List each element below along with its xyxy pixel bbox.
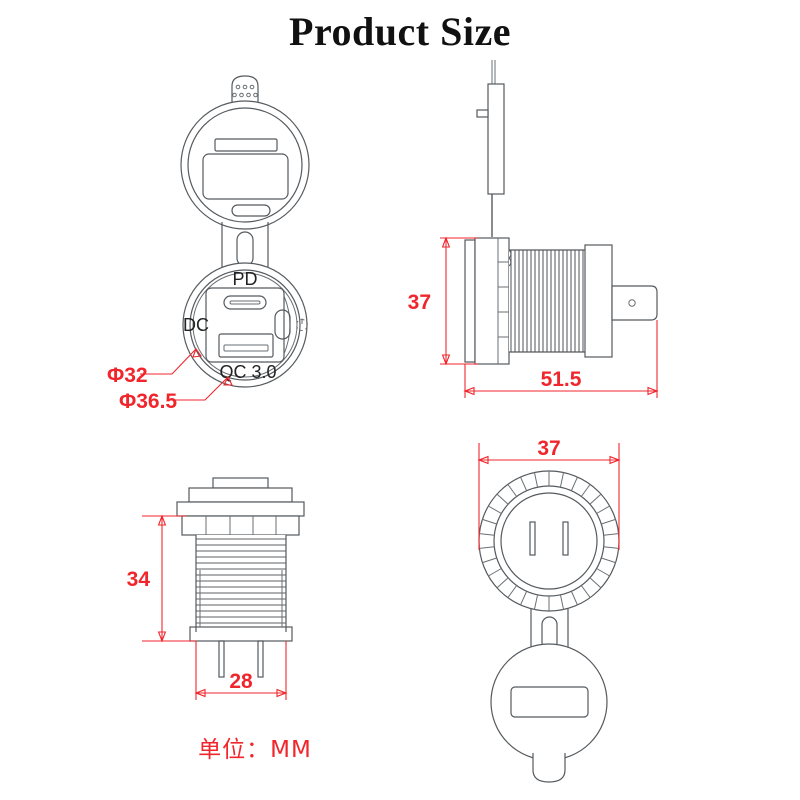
rear-body-side: [584, 244, 613, 358]
dimension-37-vertical: [440, 236, 478, 366]
dim-label-d32: Φ32: [107, 364, 148, 387]
diameter-callout-365: [170, 375, 233, 401]
label-qc: QC 3.0: [219, 362, 276, 382]
label-dc: DC: [183, 315, 209, 335]
usb-c-port-icon: [223, 295, 267, 310]
threaded-barrel-side: [508, 249, 585, 353]
dimension-28-horizontal: [194, 641, 288, 700]
dimension-37-rear: [477, 443, 621, 550]
page-title: Product Size: [289, 9, 511, 54]
dust-cap-front: [180, 100, 310, 230]
socket-bezel-side: [464, 237, 510, 365]
dim-label-37-side: 37: [408, 291, 431, 314]
dim-label-37-rear: 37: [537, 437, 560, 460]
dimension-515-horizontal: [463, 320, 659, 398]
power-icon: [296, 318, 308, 331]
cap-pull-tab: [231, 75, 259, 111]
dim-label-515: 51.5: [541, 368, 582, 391]
socket-front-face: [182, 262, 308, 388]
led-indicator-icon: [274, 309, 291, 340]
knurled-ring: [478, 470, 620, 612]
spade-terminal: [611, 285, 658, 321]
usb-a-port-icon: [218, 333, 274, 358]
label-pd: PD: [232, 269, 257, 289]
terminal-pins: [218, 640, 264, 678]
dim-label-28: 28: [229, 670, 253, 693]
dimension-34-vertical: [142, 514, 196, 643]
flange-stack: [176, 477, 305, 536]
terminal-slots: [529, 521, 569, 556]
threaded-barrel-front: [189, 535, 293, 642]
dim-label-d365: Φ36.5: [119, 390, 177, 413]
diameter-callout-32: [140, 347, 202, 375]
dim-label-34: 34: [127, 568, 151, 591]
cap-strap-side: [476, 60, 505, 237]
unit-note: 单位：MM: [198, 737, 312, 763]
dust-cap-rear: [490, 643, 608, 783]
